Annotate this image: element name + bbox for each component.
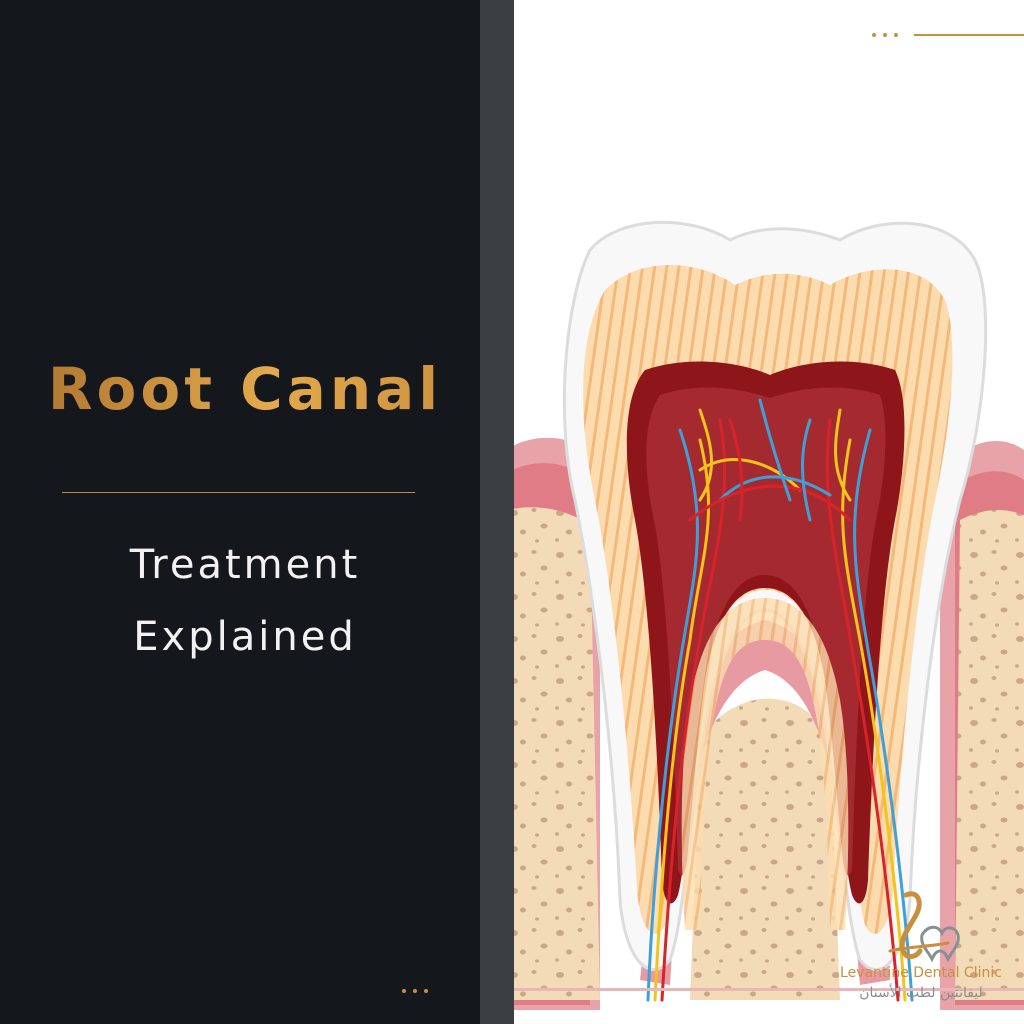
title-divider: [62, 492, 415, 493]
divider-strip: [480, 0, 514, 1024]
subtitle-line-2: Explained: [133, 614, 357, 660]
dot: [413, 989, 417, 993]
dot: [424, 989, 428, 993]
dot: [872, 33, 876, 37]
page-title: Root Canal: [0, 355, 490, 423]
decorative-line-top: [914, 34, 1024, 36]
left-panel: [0, 0, 480, 1024]
clinic-name-ar: ليفانتين لطب الأسنان: [859, 985, 983, 1001]
clinic-logo: Levantine Dental Clinic ليفانتين لطب الأ…: [818, 885, 1024, 1015]
dot: [402, 989, 406, 993]
dot: [883, 33, 887, 37]
subtitle-line-1: Treatment: [129, 542, 361, 588]
tooth-monogram-icon: [888, 891, 960, 963]
decorative-dots-bottom: [402, 989, 428, 993]
clinic-name-en: Levantine Dental Clinic: [840, 965, 1002, 981]
dot: [894, 33, 898, 37]
decorative-dots-top: [872, 33, 898, 37]
